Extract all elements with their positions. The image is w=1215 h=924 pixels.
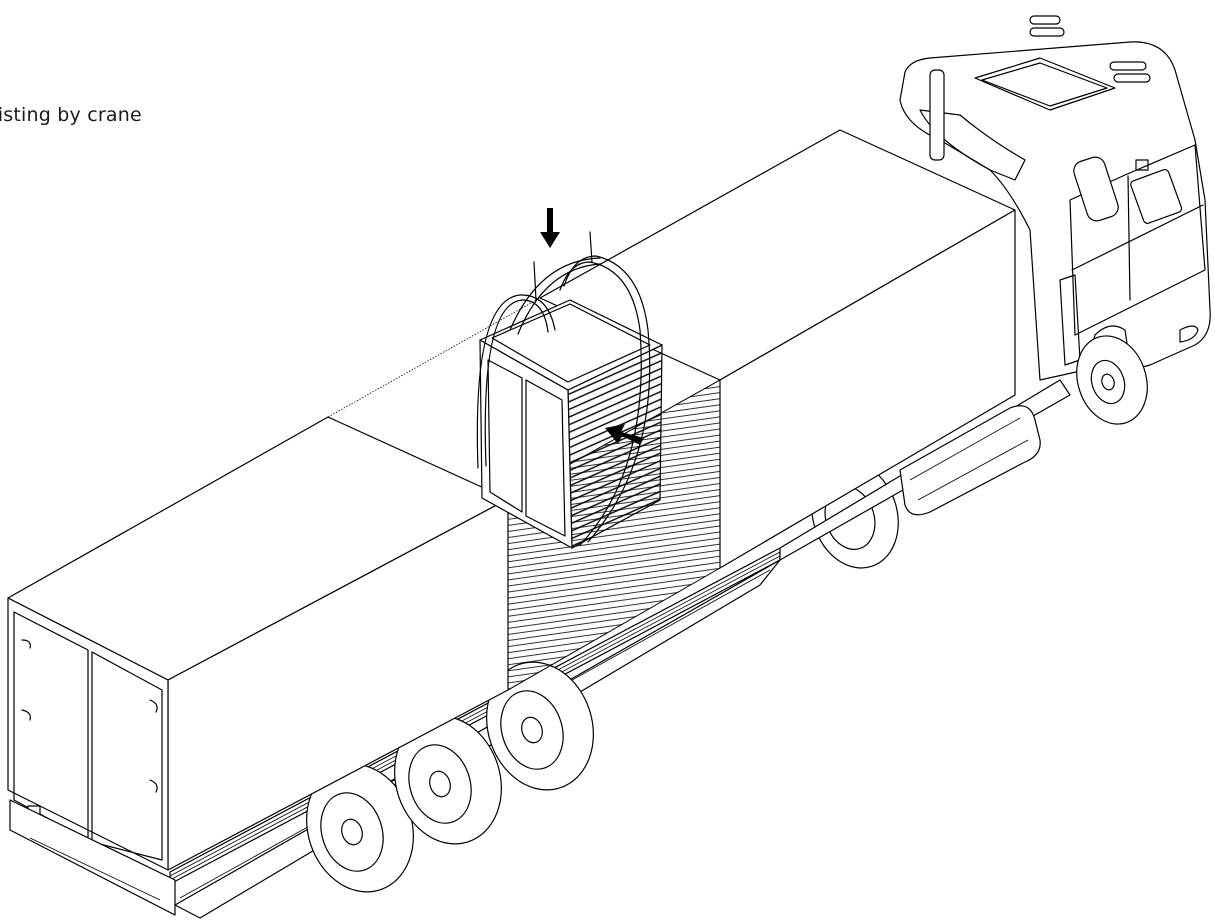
truck-chassis bbox=[779, 379, 1071, 561]
trailer-front-block bbox=[539, 129, 1016, 569]
truck-cab bbox=[899, 15, 1211, 381]
truck-front-wheel bbox=[1076, 335, 1148, 425]
trailer-wheel-3 bbox=[486, 661, 594, 791]
trailer-rear-doors bbox=[9, 611, 176, 916]
down-arrow-icon bbox=[540, 208, 560, 248]
cargo-crate bbox=[479, 299, 663, 549]
left-arrow-icon bbox=[605, 424, 644, 445]
trailer-wheel-2 bbox=[394, 715, 502, 845]
sling-straps bbox=[476, 231, 651, 546]
figure-caption: oisting by crane bbox=[0, 104, 142, 126]
